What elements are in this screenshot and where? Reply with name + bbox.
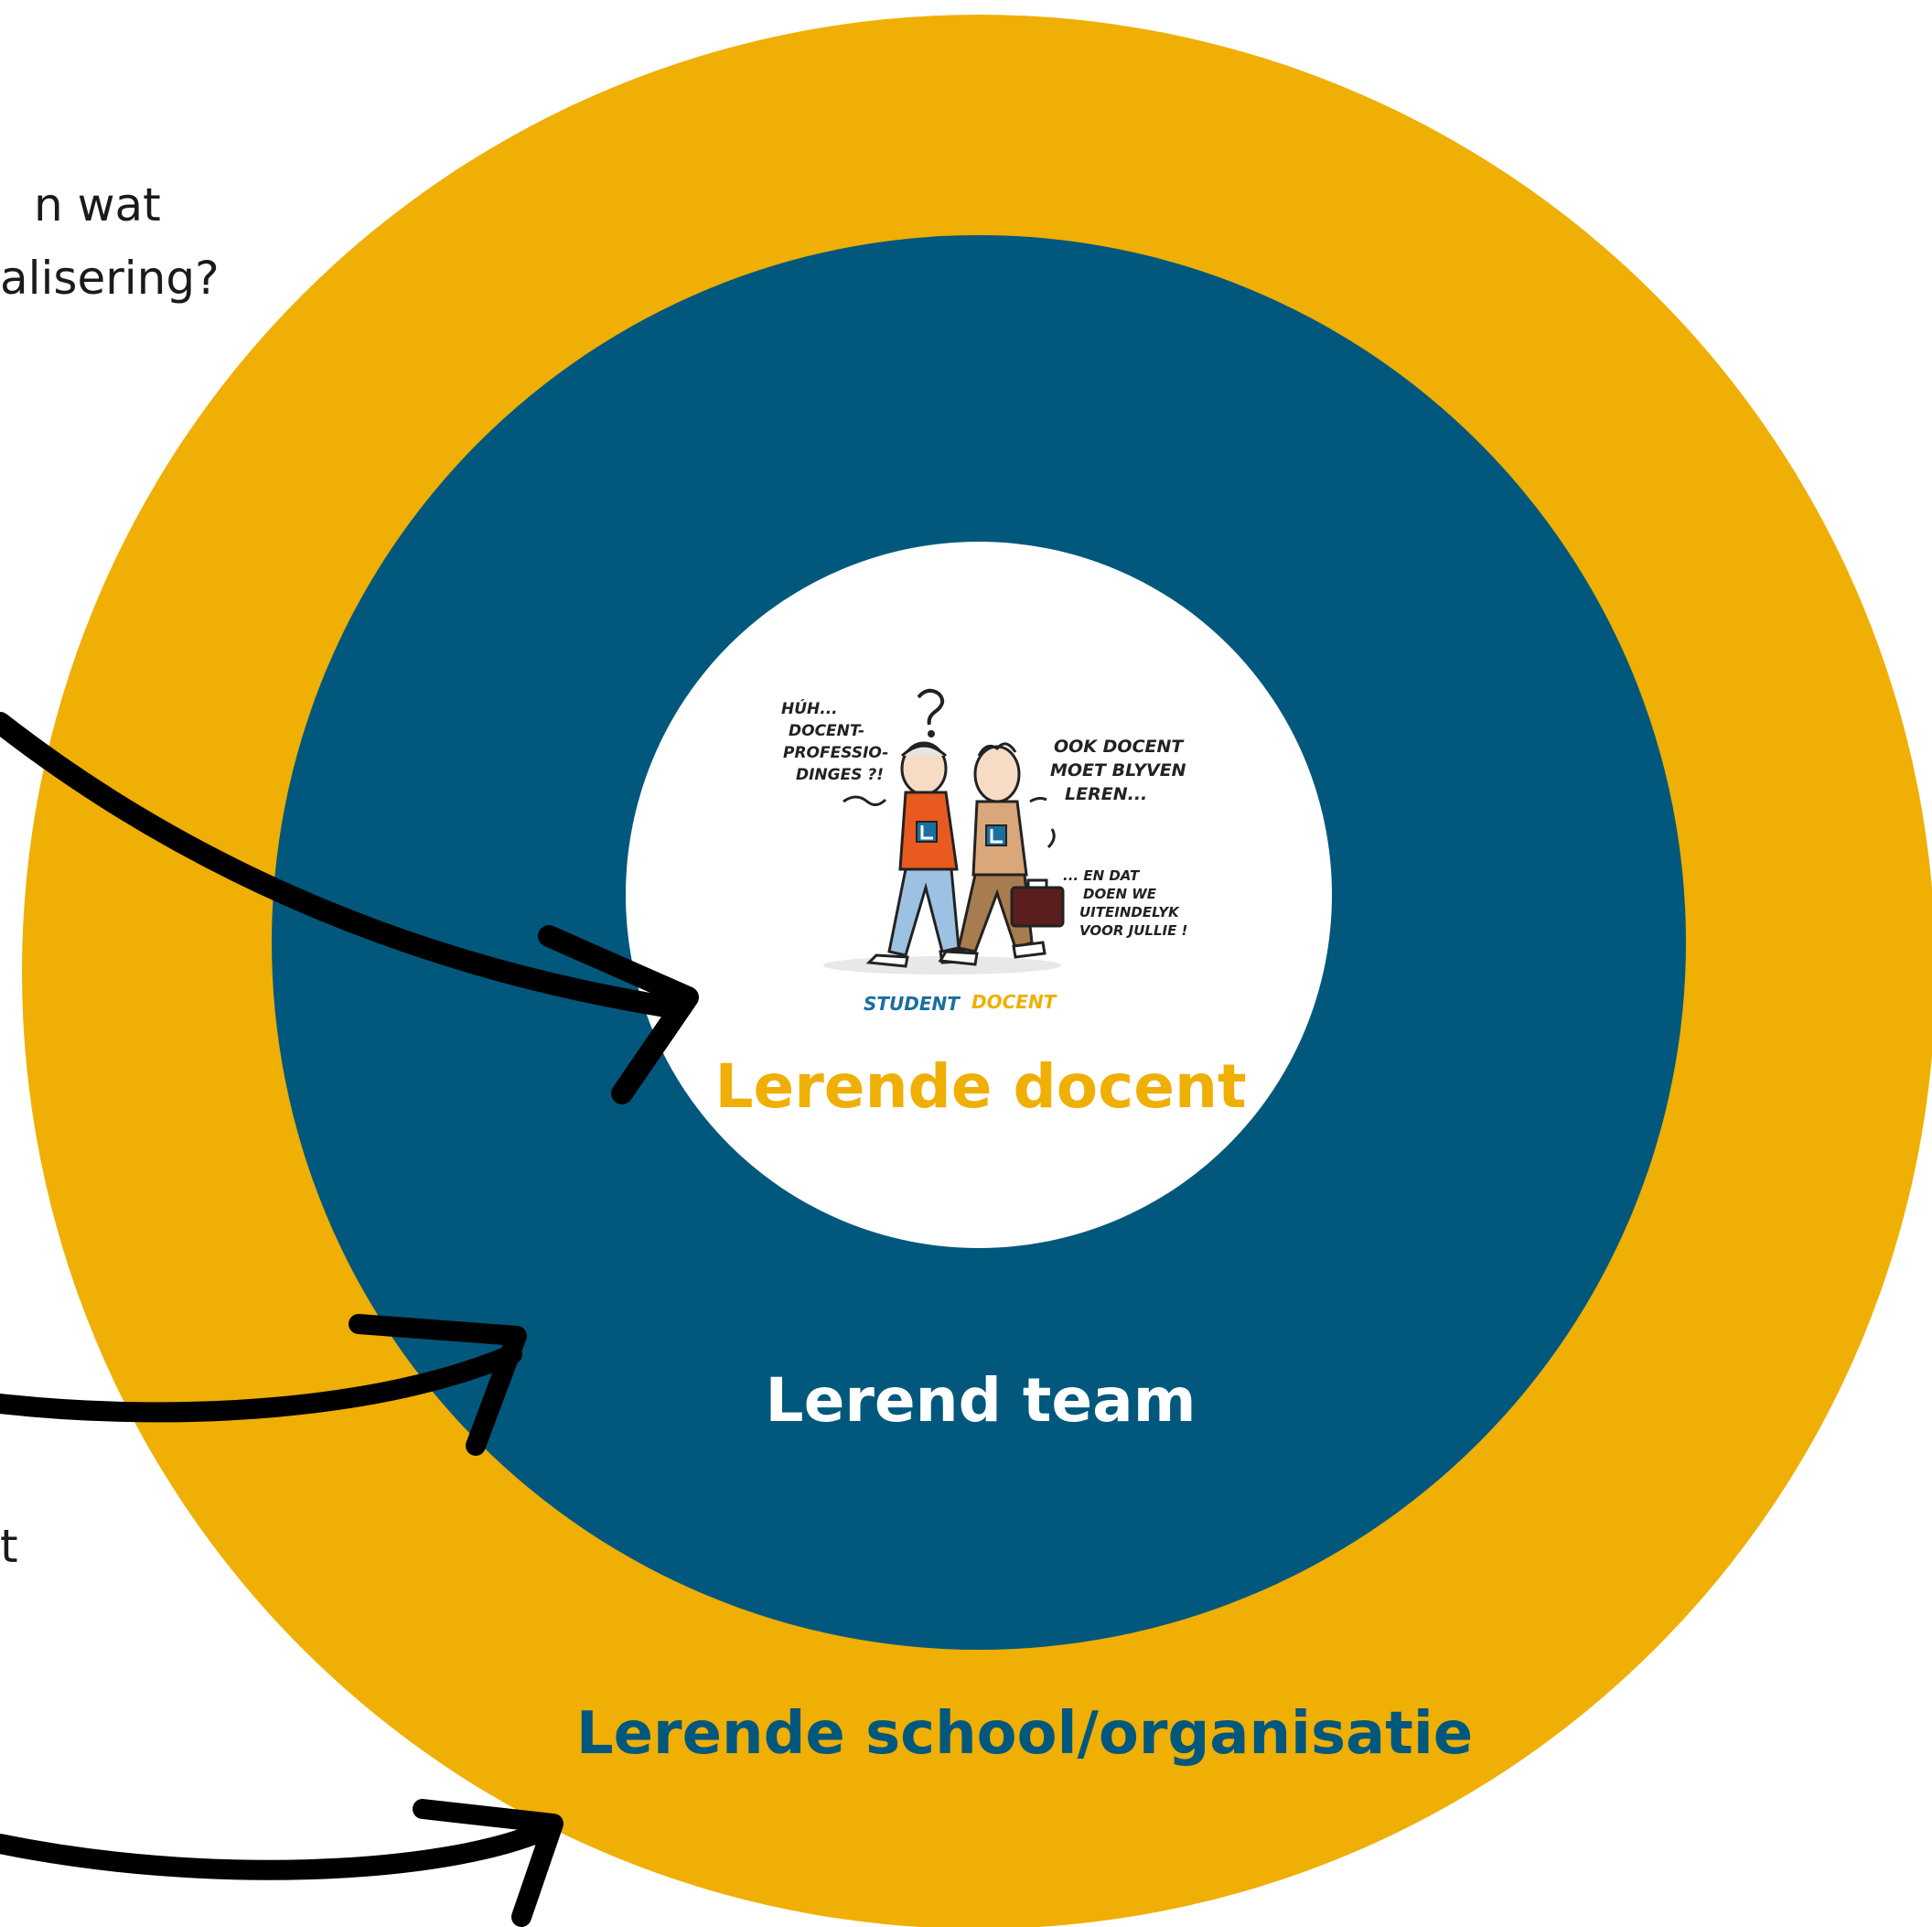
side-text-line-2: alisering?	[0, 252, 220, 305]
right-bubble-bottom-line-2: DOEN WE	[1083, 886, 1157, 902]
left-bubble-line-4: DINGES ?!	[796, 766, 884, 784]
right-bubble-bottom-line-3: UITEINDELYK	[1079, 904, 1180, 920]
left-bubble-line-3: PROFESSIO-	[783, 744, 888, 762]
right-bubble-top-line-1: OOK DOCENT	[1054, 737, 1185, 757]
briefcase-icon	[1010, 886, 1065, 928]
svg-text:... EN DAT DOEN WE: ... EN DAT DOEN WE UITEINDELYK VOOR JULL…	[1063, 867, 1187, 939]
arrow-to-school	[0, 1799, 564, 1927]
docent-head	[973, 745, 1021, 803]
side-text-line-3: t	[0, 1520, 18, 1573]
outer-ring-label: Lerende school/organisatie	[576, 1700, 1473, 1768]
student-figure	[865, 688, 973, 968]
svg-text:HÚH... DOCENT- PRO: HÚH... DOCENT- PROFESSIO- DINGES ?!	[781, 698, 894, 784]
right-bubble-bottom-line-1: ... EN DAT	[1063, 867, 1141, 884]
middle-ring-label: Lerend team	[766, 1365, 1197, 1436]
student-legs	[887, 867, 961, 957]
docent-figure	[938, 742, 1065, 966]
left-bubble-line-1: HÚH...	[781, 698, 838, 718]
right-bubble-bottom-line-4: VOOR JULLIE !	[1079, 922, 1187, 939]
inner-ring-label: Lerende docent	[714, 1051, 1246, 1122]
docent-label: DOCENT	[971, 991, 1057, 1013]
right-bubble-top-line-2: MOET BLYVEN	[1050, 760, 1186, 780]
svg-text:OOK DOCENT MOET BLYVEN: OOK DOCENT MOET BLYVEN LEREN...	[1050, 737, 1192, 804]
student-label: STUDENT	[864, 993, 961, 1015]
right-bubble-top-line-3: LEREN...	[1065, 784, 1147, 804]
side-text-line-1: n wat	[34, 178, 161, 231]
question-mark-icon	[917, 688, 945, 726]
arrow-to-team	[0, 1314, 527, 1456]
left-bubble-line-2: DOCENT-	[789, 722, 864, 740]
student-docent-cartoon: HÚH... DOCENT- PROFESSIO- DINGES ?! OOK …	[781, 688, 1192, 1015]
arrow-to-docent	[0, 712, 699, 1104]
